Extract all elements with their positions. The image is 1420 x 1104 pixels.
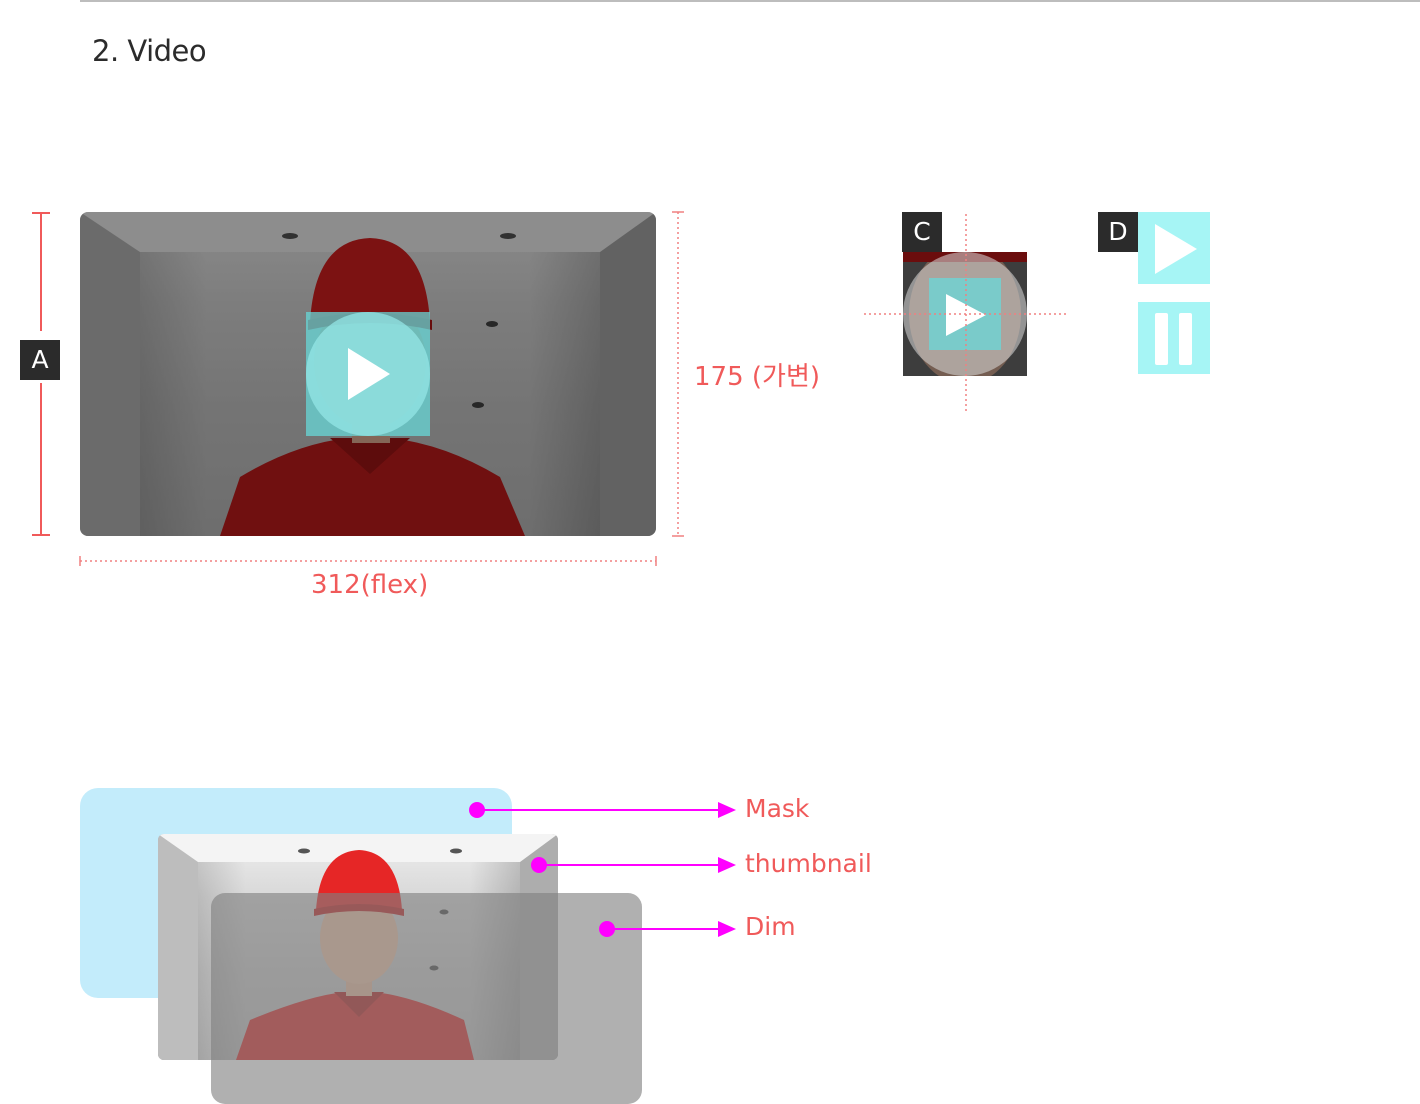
width-measure-line: [79, 556, 657, 566]
layer-leader-lines: [469, 802, 736, 937]
play-icon: [348, 348, 390, 400]
pause-button[interactable]: [1138, 302, 1210, 374]
tag-c: C: [902, 212, 942, 252]
play-icon: [1155, 224, 1197, 274]
tag-a: A: [20, 340, 60, 380]
pause-icon: [1155, 313, 1192, 365]
dim-label: Dim: [745, 912, 796, 941]
play-button-hitarea[interactable]: [306, 312, 430, 436]
mask-label: Mask: [745, 794, 810, 823]
width-label: 312(flex): [311, 570, 429, 600]
height-bracket: [32, 212, 50, 536]
dim-layer: [211, 893, 642, 1104]
tag-d: D: [1098, 212, 1138, 252]
height-label: 175 (가변): [694, 362, 821, 392]
section-title: 2. Video: [92, 34, 207, 68]
height-measure-line: [672, 211, 684, 537]
thumbnail-label: thumbnail: [745, 849, 872, 878]
center-guide-lines: [864, 214, 1066, 414]
play-button[interactable]: [1138, 212, 1210, 284]
top-divider: [80, 0, 1420, 2]
